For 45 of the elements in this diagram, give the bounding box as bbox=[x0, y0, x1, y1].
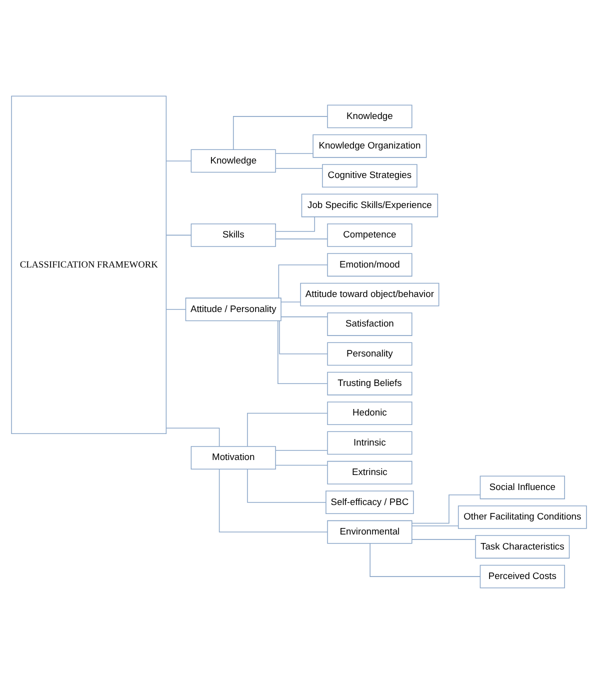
node-box: Personality bbox=[327, 342, 412, 366]
connector bbox=[247, 412, 328, 447]
connector bbox=[275, 216, 316, 232]
node-box: Skills bbox=[190, 223, 276, 247]
node-box: Intrinsic bbox=[327, 431, 412, 455]
connector bbox=[166, 160, 192, 162]
node-box: Job Specific Skills/Experience bbox=[301, 194, 438, 218]
connector bbox=[166, 309, 186, 310]
node-box: Motivation bbox=[190, 446, 276, 470]
connector bbox=[166, 234, 192, 236]
node-box: Satisfaction bbox=[327, 312, 412, 336]
node-box: Environmental bbox=[327, 520, 412, 544]
connector bbox=[218, 469, 328, 532]
connector bbox=[278, 320, 328, 384]
connector bbox=[412, 494, 481, 524]
node-box: Self-efficacy / PBC bbox=[326, 490, 414, 514]
connector bbox=[412, 539, 476, 540]
node-box: Knowledge bbox=[190, 149, 276, 173]
node-box: Other Facilitating Conditions bbox=[458, 505, 587, 529]
connector bbox=[233, 116, 328, 150]
connector bbox=[275, 464, 328, 466]
node-box: Emotion/mood bbox=[327, 253, 412, 277]
connector bbox=[280, 316, 328, 318]
node-box: Perceived Costs bbox=[480, 564, 565, 588]
connector bbox=[275, 450, 328, 451]
node-box: CLASSIFICATION FRAMEWORK bbox=[11, 96, 167, 434]
node-box: Cognitive Strategies bbox=[322, 164, 418, 188]
connector bbox=[247, 468, 326, 503]
node-box: Attitude toward object/behavior bbox=[300, 282, 440, 306]
node-box: Attitude / Personality bbox=[185, 298, 282, 322]
connector bbox=[275, 153, 314, 154]
connector bbox=[370, 543, 481, 577]
node-box: Knowledge bbox=[327, 104, 412, 128]
node-box: Hedonic bbox=[327, 402, 412, 425]
connector bbox=[275, 238, 328, 240]
connector bbox=[166, 428, 220, 447]
node-box: Task Characteristics bbox=[475, 535, 570, 559]
connector bbox=[279, 320, 328, 354]
connector bbox=[275, 168, 323, 169]
node-box: Social Influence bbox=[480, 476, 565, 500]
node-box: Trusting Beliefs bbox=[327, 372, 412, 396]
node-box: Knowledge Organization bbox=[312, 134, 427, 158]
node-box: Extrinsic bbox=[327, 460, 412, 484]
node-box: Competence bbox=[327, 223, 412, 247]
connector bbox=[278, 264, 328, 298]
